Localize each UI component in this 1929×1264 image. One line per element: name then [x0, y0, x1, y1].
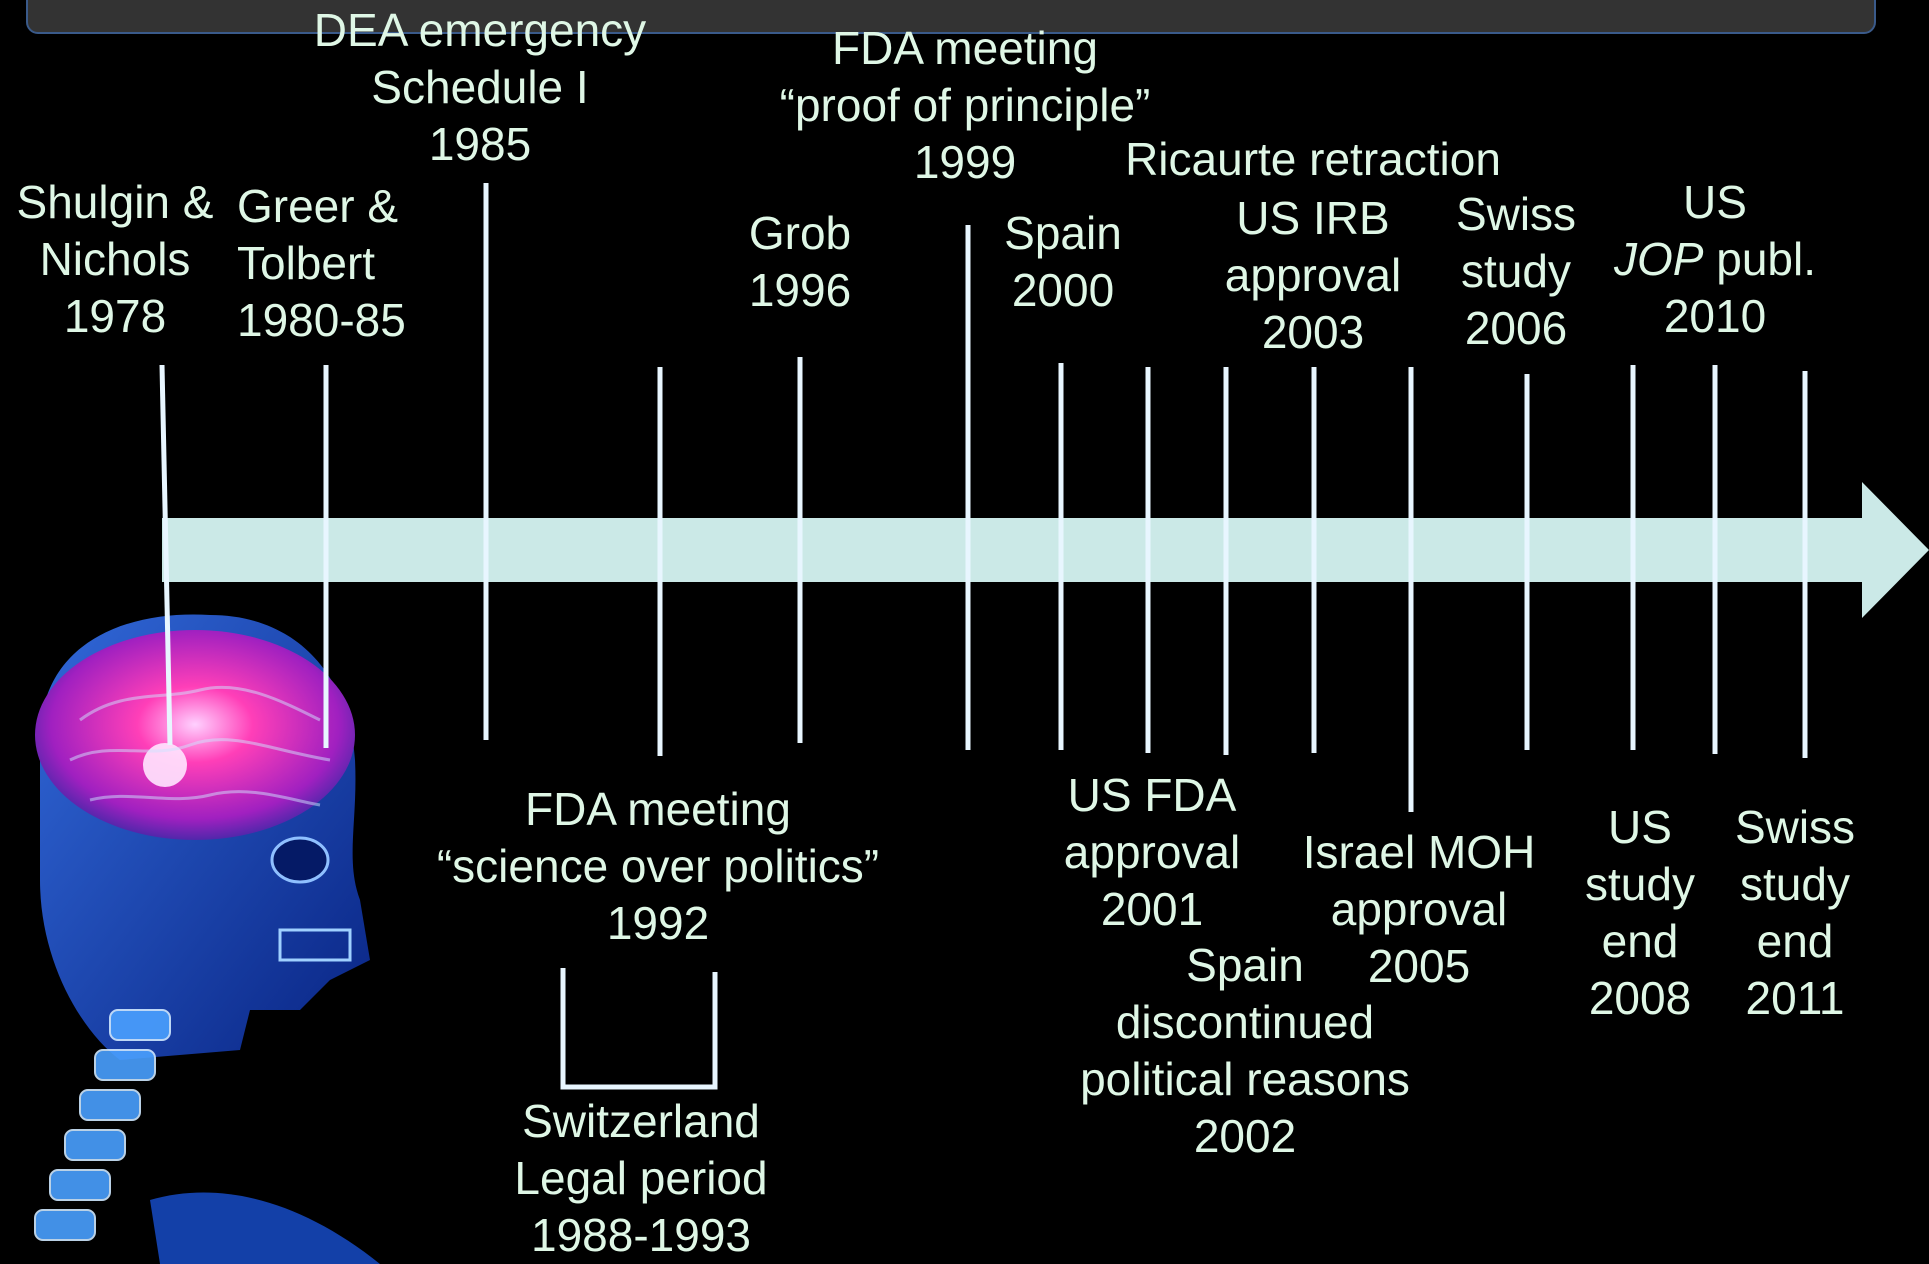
- event-greer: Greer & Tolbert 1980-85: [237, 180, 406, 346]
- event-shulgin: Shulgin & Nichols 1978: [16, 176, 214, 342]
- event-usend: US study end 2008: [1585, 801, 1695, 1024]
- title-bar: [26, 0, 1876, 34]
- event-spain2000: Spain 2000: [1004, 207, 1122, 316]
- skeleton-brain-illustration: [34, 614, 380, 1264]
- event-swiss2006: Swiss study 2006: [1455, 188, 1577, 354]
- event-israel: Israel MOH approval 2005: [1302, 826, 1536, 992]
- event-dea: DEA emergency Schedule I 1985: [313, 4, 647, 170]
- brain-shape: [35, 630, 355, 840]
- event-fda1992: FDA meeting “science over politics” 1992: [436, 783, 880, 949]
- event-usfda2001: US FDA approval 2001: [1063, 769, 1241, 935]
- event-ricaurte: Ricaurte retraction: [1125, 133, 1501, 185]
- event-swissend: Swiss study end 2011: [1734, 801, 1856, 1024]
- event-switzerland: Switzerland Legal period 1988-1993: [514, 1095, 768, 1261]
- journal-name: JOP: [1614, 233, 1704, 285]
- tick-lines: [159, 183, 1808, 1090]
- event-fda1999: FDA meeting “proof of principle” 1999: [779, 22, 1151, 188]
- event-usjop: US JOP publ. 2010: [1614, 176, 1816, 342]
- brain-glow: [143, 743, 187, 787]
- event-usirb: US IRB approval 2003: [1224, 192, 1402, 358]
- event-spain2002: Spain discontinued political reasons 200…: [1080, 939, 1410, 1162]
- event-grob: Grob 1996: [748, 207, 852, 316]
- jaw-teeth: [278, 928, 352, 962]
- timeline-arrow: [162, 482, 1929, 618]
- spine: [34, 1009, 171, 1241]
- switzerland-bracket: [560, 968, 718, 1090]
- tick-shulgin: [159, 364, 173, 746]
- eye-socket: [270, 836, 330, 884]
- shoulder-bone: [150, 1192, 380, 1264]
